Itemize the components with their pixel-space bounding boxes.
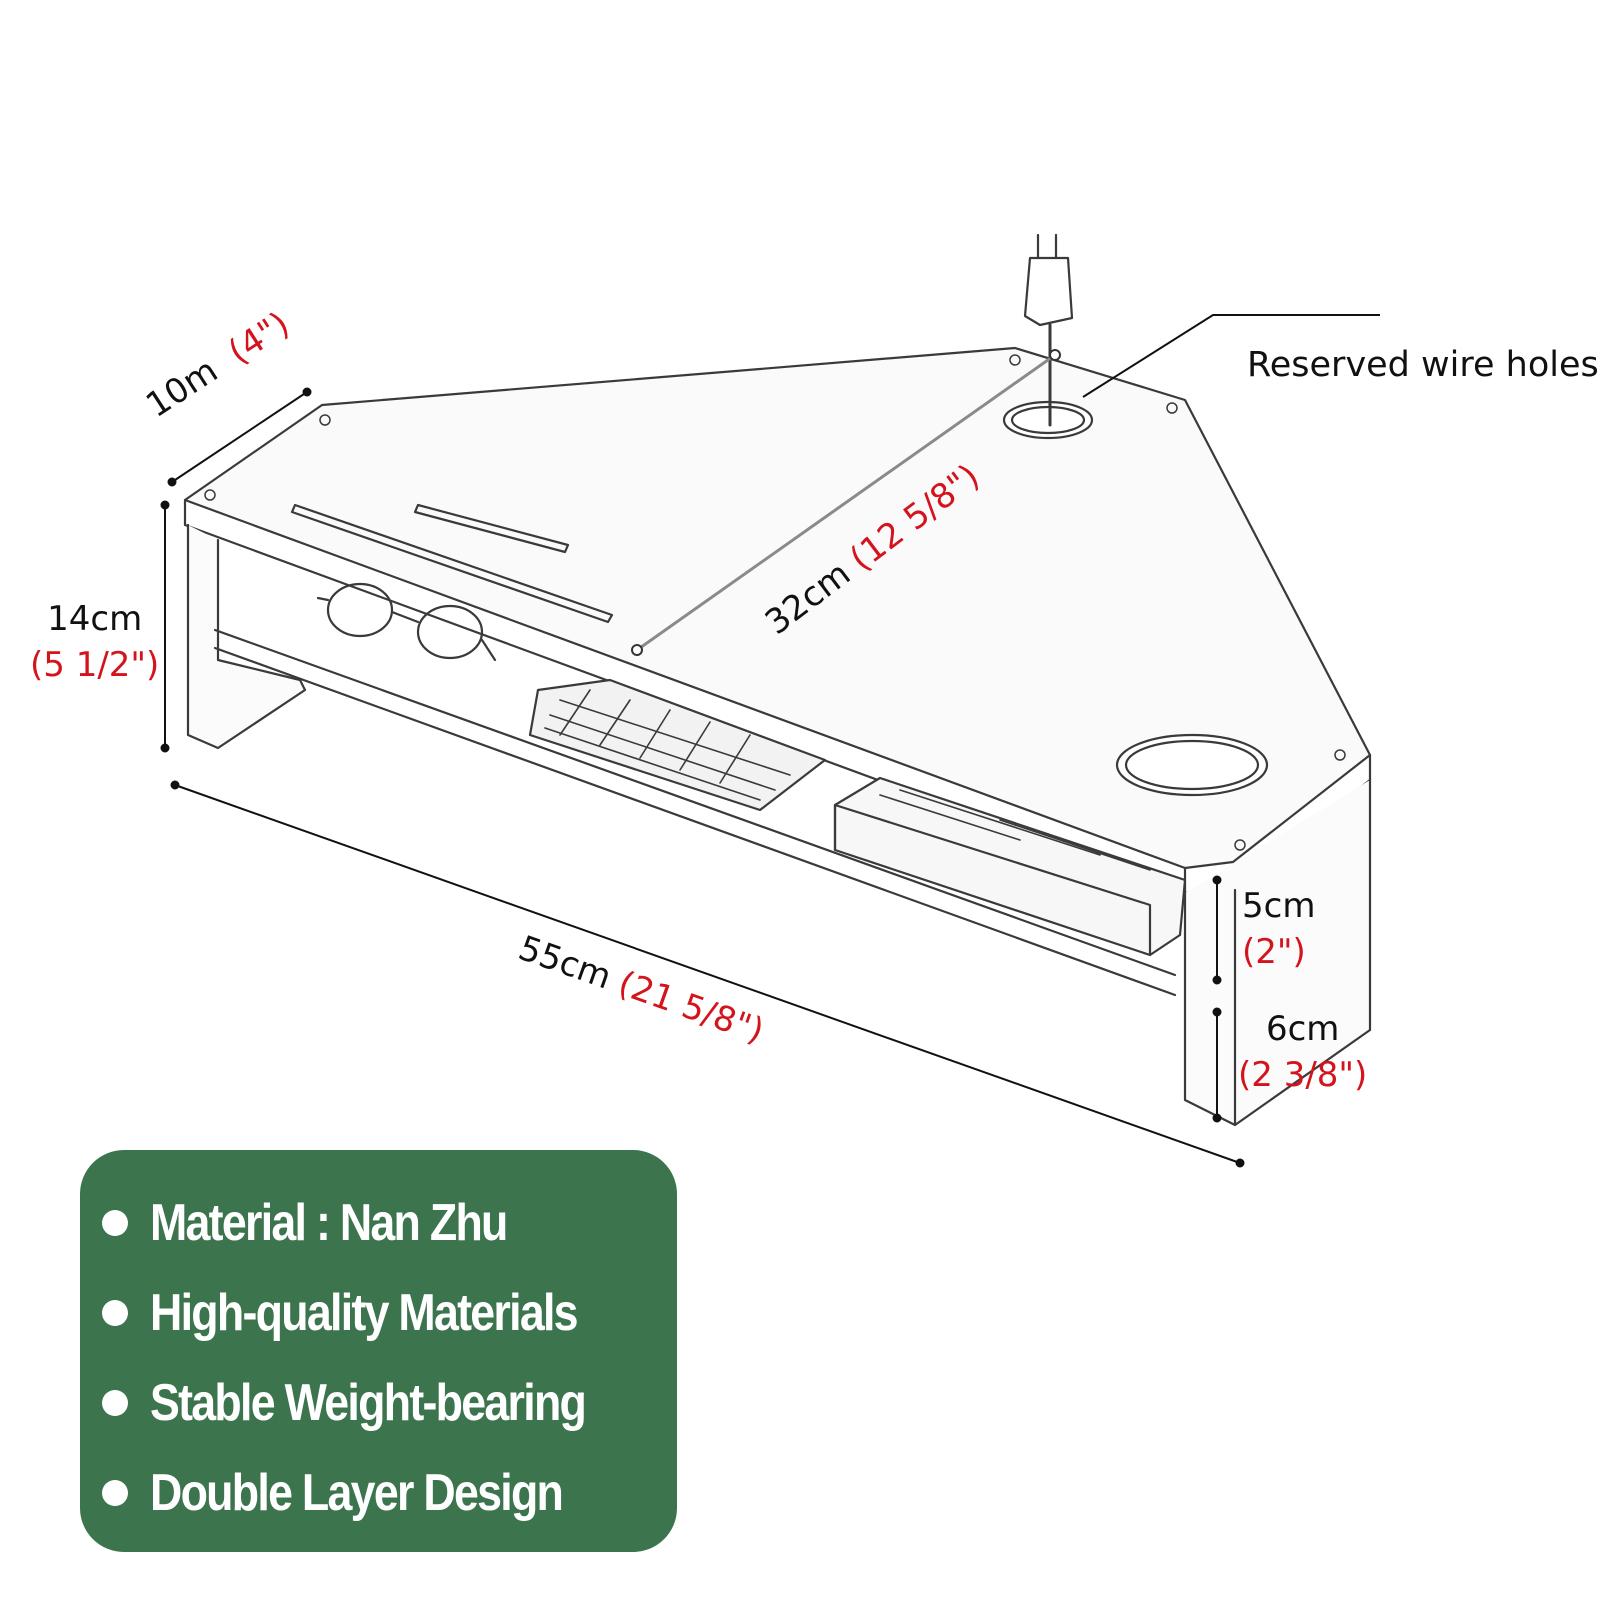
drawer-label: 5cm (2") bbox=[1242, 884, 1315, 976]
height-metric: 14cm bbox=[47, 599, 143, 639]
lower-imperial: (2 3/8") bbox=[1238, 1054, 1368, 1095]
feature-label: High-quality Materials bbox=[150, 1284, 579, 1342]
feature-label: Double Layer Design bbox=[150, 1464, 564, 1522]
bullet-icon bbox=[102, 1300, 128, 1326]
cup-hole bbox=[1115, 733, 1269, 797]
wire-holes-callout: Reserved wire holes bbox=[1247, 345, 1599, 385]
bullet-icon bbox=[102, 1390, 128, 1416]
height-label: 14cm (5 1/2") bbox=[30, 597, 159, 689]
top-surface bbox=[183, 346, 1372, 870]
feature-item: High-quality Materials bbox=[102, 1268, 677, 1358]
wire-hole bbox=[1002, 400, 1094, 440]
feature-label: Stable Weight-bearing bbox=[150, 1374, 587, 1432]
bullet-icon bbox=[102, 1480, 128, 1506]
features-panel: Material : Nan Zhu High-quality Material… bbox=[80, 1150, 677, 1552]
dim-line-depth bbox=[171, 391, 308, 483]
lower-metric: 6cm bbox=[1265, 1009, 1340, 1049]
plug bbox=[1023, 256, 1074, 327]
glasses bbox=[326, 582, 394, 638]
dim-line-diagonal bbox=[636, 353, 1056, 652]
slot-1 bbox=[290, 503, 614, 624]
lower-shelf bbox=[213, 628, 1177, 997]
bullet-icon bbox=[102, 1210, 128, 1236]
left-leg bbox=[186, 523, 307, 750]
calculator bbox=[528, 678, 827, 812]
feature-item: Double Layer Design bbox=[102, 1448, 677, 1538]
height-imperial: (5 1/2") bbox=[30, 644, 160, 685]
feature-item: Stable Weight-bearing bbox=[102, 1358, 677, 1448]
feature-item: Material : Nan Zhu bbox=[102, 1178, 677, 1268]
drawer-imperial: (2") bbox=[1242, 931, 1306, 972]
callout-leader bbox=[1082, 314, 1380, 398]
dim-line-length bbox=[174, 784, 1241, 1164]
lower-label: 6cm (2 3/8") bbox=[1238, 1007, 1367, 1099]
slot-2 bbox=[413, 503, 570, 554]
feature-label: Material : Nan Zhu bbox=[150, 1194, 508, 1252]
drawer-metric: 5cm bbox=[1242, 886, 1316, 926]
